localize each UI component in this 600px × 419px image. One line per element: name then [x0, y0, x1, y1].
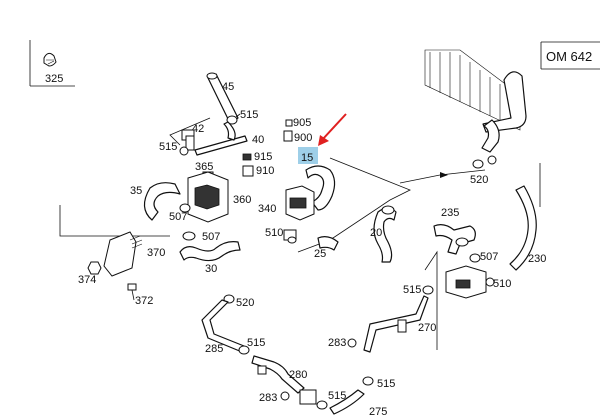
- part-515e-clamp: [362, 376, 374, 386]
- label-507a[interactable]: 507: [169, 211, 187, 223]
- label-370[interactable]: 370: [147, 247, 165, 259]
- part-507c-clamp: [469, 253, 481, 263]
- label-520b[interactable]: 520: [236, 297, 254, 309]
- part-520a-clamp: [472, 155, 497, 169]
- part-25-hose: [317, 236, 339, 251]
- label-20[interactable]: 20: [370, 227, 382, 239]
- label-365[interactable]: 365: [195, 161, 213, 173]
- label-270[interactable]: 270: [418, 322, 436, 334]
- label-915[interactable]: 915: [254, 151, 272, 163]
- label-515b[interactable]: 515: [159, 141, 177, 153]
- label-900[interactable]: 900: [294, 132, 312, 144]
- part-275-hose: [329, 389, 365, 415]
- engine-code-label: OM 642: [546, 49, 592, 64]
- highlight-box-15: [298, 147, 318, 164]
- part-900-clip: [283, 130, 293, 142]
- label-40[interactable]: 40: [252, 134, 264, 146]
- part-280-pipe: [251, 355, 305, 394]
- part-42-bracket: [181, 129, 195, 151]
- part-270-pipe: [363, 295, 429, 353]
- label-510b[interactable]: 510: [493, 278, 511, 290]
- label-905[interactable]: 905: [293, 117, 311, 129]
- label-515d[interactable]: 515: [247, 337, 265, 349]
- part-283a-clamp: [347, 338, 357, 348]
- label-910[interactable]: 910: [256, 165, 274, 177]
- part-515c-clamp: [422, 285, 434, 295]
- aux-pump-right: [445, 265, 495, 299]
- part-360-housing: [187, 171, 229, 223]
- label-280[interactable]: 280: [289, 369, 307, 381]
- label-35[interactable]: 35: [130, 185, 142, 197]
- part-910-sensor: [242, 165, 254, 177]
- label-510a[interactable]: 510: [265, 227, 283, 239]
- label-25[interactable]: 25: [314, 248, 326, 260]
- part-510a-clamp: [283, 229, 297, 244]
- label-325[interactable]: 325: [45, 73, 63, 85]
- part-372-bolt: [127, 283, 137, 301]
- part-515b-clamp: [179, 146, 189, 156]
- part-515a-clamp: [226, 113, 241, 125]
- label-235[interactable]: 235: [441, 207, 459, 219]
- label-515c[interactable]: 515: [403, 284, 421, 296]
- red-arrow-icon: [318, 113, 347, 146]
- part-905-bolt: [285, 119, 293, 127]
- label-515e[interactable]: 515: [377, 378, 395, 390]
- part-915-connector: [242, 153, 252, 161]
- part-30-hose: [179, 241, 241, 262]
- engine-code-box: [540, 41, 600, 70]
- label-30[interactable]: 30: [205, 263, 217, 275]
- label-275[interactable]: 275: [369, 406, 387, 418]
- part-507b-clamp: [182, 231, 196, 241]
- label-45[interactable]: 45: [222, 81, 234, 93]
- label-230[interactable]: 230: [528, 253, 546, 265]
- label-515f[interactable]: 515: [328, 390, 346, 402]
- part-507a-clamp: [179, 203, 191, 213]
- part-325-box: [29, 40, 75, 87]
- part-374-nut: [87, 261, 102, 275]
- part-370-bracket: [103, 231, 143, 277]
- label-340[interactable]: 340: [258, 203, 276, 215]
- label-515a[interactable]: 515: [240, 109, 258, 121]
- part-230-hose: [509, 185, 537, 271]
- bottom-connector: [299, 389, 328, 410]
- part-35-hose: [143, 182, 181, 221]
- label-372[interactable]: 372: [135, 295, 153, 307]
- part-40-pipe: [194, 121, 248, 156]
- label-507c[interactable]: 507: [480, 251, 498, 263]
- part-283b-clamp: [280, 391, 290, 401]
- radiator: [424, 49, 527, 153]
- part-45-hose: [206, 72, 239, 124]
- label-283b[interactable]: 283: [259, 392, 277, 404]
- part-515d-clamp: [238, 345, 250, 355]
- label-283a[interactable]: 283: [328, 337, 346, 349]
- part-235-hose: [433, 224, 476, 255]
- label-285[interactable]: 285: [205, 343, 223, 355]
- label-507b[interactable]: 507: [202, 231, 220, 243]
- part-340-pump: [285, 185, 315, 221]
- label-15[interactable]: 15: [301, 152, 313, 164]
- label-360[interactable]: 360: [233, 194, 251, 206]
- label-42[interactable]: 42: [192, 123, 204, 135]
- part-20-hose: [373, 205, 397, 263]
- label-374[interactable]: 374: [78, 274, 96, 286]
- label-520a[interactable]: 520: [470, 174, 488, 186]
